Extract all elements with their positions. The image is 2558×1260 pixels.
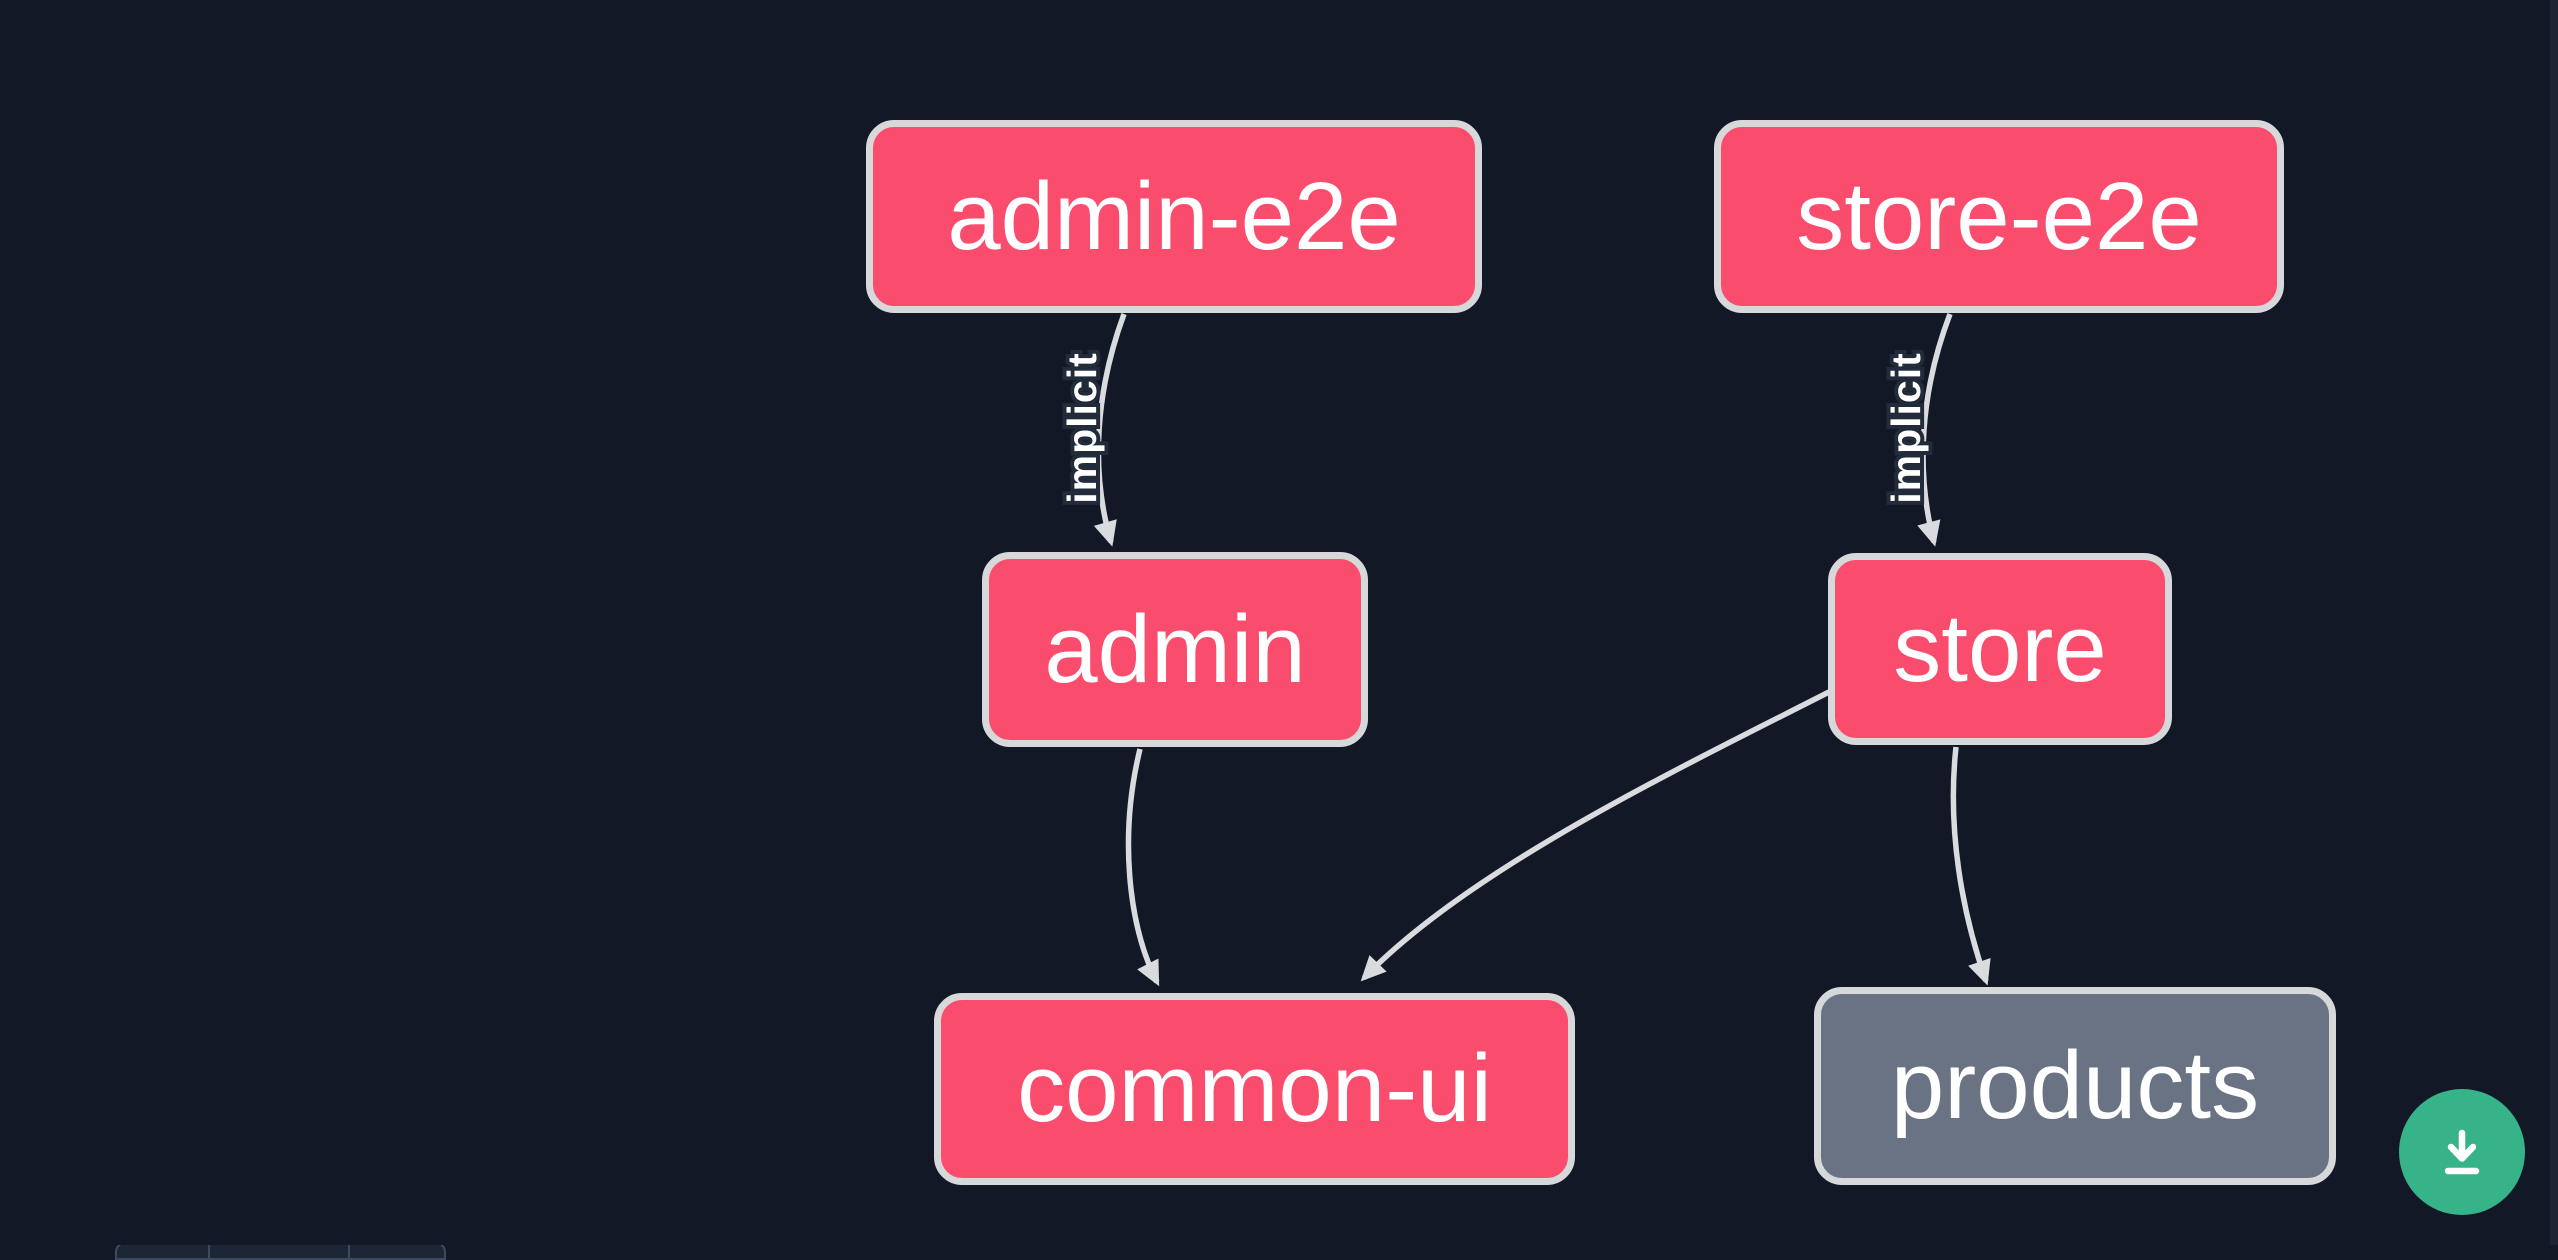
edge-store-e2e-store bbox=[1917, 313, 1953, 547]
node-admin-e2e[interactable]: admin-e2e bbox=[866, 120, 1482, 313]
edge-admin-e2e-admin bbox=[1093, 313, 1127, 547]
edge-label-implicit: implicit bbox=[1059, 352, 1105, 504]
node-store[interactable]: store bbox=[1828, 553, 2172, 745]
edge-label-implicit: implicit bbox=[1883, 352, 1929, 504]
depth-value-segment bbox=[210, 1244, 350, 1258]
depth-decrement-segment[interactable] bbox=[117, 1244, 210, 1258]
node-products[interactable]: products bbox=[1814, 987, 2336, 1185]
node-store-e2e[interactable]: store-e2e bbox=[1714, 120, 2284, 313]
edge-admin-common-ui bbox=[1125, 748, 1160, 987]
node-common-ui[interactable]: common-ui bbox=[934, 993, 1575, 1185]
page-scrollbar-track[interactable] bbox=[2550, 0, 2558, 1245]
edge-store-products bbox=[1950, 746, 1991, 986]
download-icon bbox=[2444, 1129, 2480, 1175]
node-admin[interactable]: admin bbox=[982, 552, 1368, 747]
edge-store-common-ui bbox=[1360, 689, 1831, 982]
download-button[interactable] bbox=[2399, 1089, 2525, 1215]
